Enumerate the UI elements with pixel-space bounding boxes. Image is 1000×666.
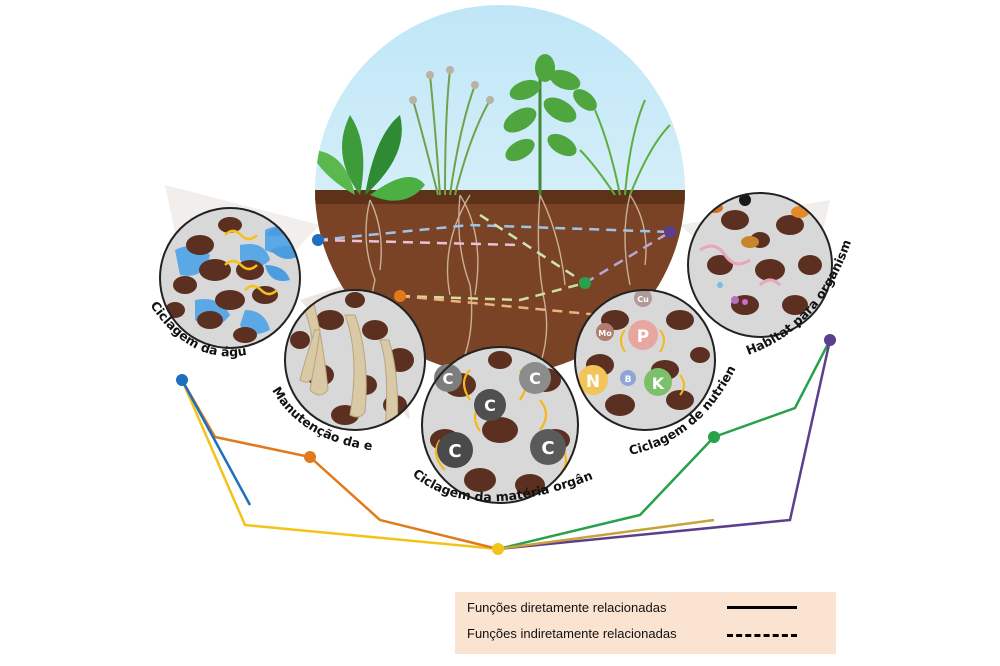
carbon-label: C bbox=[448, 441, 461, 462]
legend-dashed-line bbox=[727, 634, 797, 637]
nutrients-connector-dot bbox=[708, 431, 720, 443]
habitat-circle bbox=[687, 192, 833, 338]
legend-box: Funções diretamente relacionadas Funções… bbox=[455, 592, 836, 654]
nutrient-n: N bbox=[586, 372, 600, 392]
organic-hub-dot bbox=[492, 543, 504, 555]
legend-solid-line bbox=[727, 606, 797, 609]
habitat-connector-dot bbox=[824, 334, 836, 346]
water-connector-dot bbox=[176, 374, 188, 386]
nutrient-atoms: Cu Mo P N B K bbox=[578, 289, 672, 396]
nutrient-cu: Cu bbox=[637, 295, 649, 304]
nutrient-b: B bbox=[625, 375, 632, 385]
legend-direct-label: Funções diretamente relacionadas bbox=[467, 600, 667, 615]
nutrients-circle: Cu Mo P N B K bbox=[574, 289, 716, 431]
structure-connector-dot bbox=[304, 451, 316, 463]
nutrients-node bbox=[579, 277, 591, 289]
water-cycling-circle bbox=[159, 207, 301, 349]
carbon-label: C bbox=[541, 438, 554, 459]
carbon-atoms: C C C C C bbox=[434, 362, 566, 468]
carbon-label: C bbox=[442, 370, 453, 388]
structure-circle bbox=[284, 289, 426, 431]
legend-indirect-label: Funções indiretamente relacionadas bbox=[467, 626, 677, 641]
nutrient-p: P bbox=[637, 327, 649, 347]
nutrient-mo: Mo bbox=[598, 329, 612, 338]
water-node bbox=[312, 234, 324, 246]
habitat-node bbox=[664, 226, 676, 238]
nutrient-k: K bbox=[652, 374, 665, 393]
carbon-label: C bbox=[484, 396, 496, 415]
organic-matter-circle: C C C C C bbox=[421, 346, 579, 504]
carbon-label: C bbox=[529, 369, 541, 388]
structure-node bbox=[394, 290, 406, 302]
